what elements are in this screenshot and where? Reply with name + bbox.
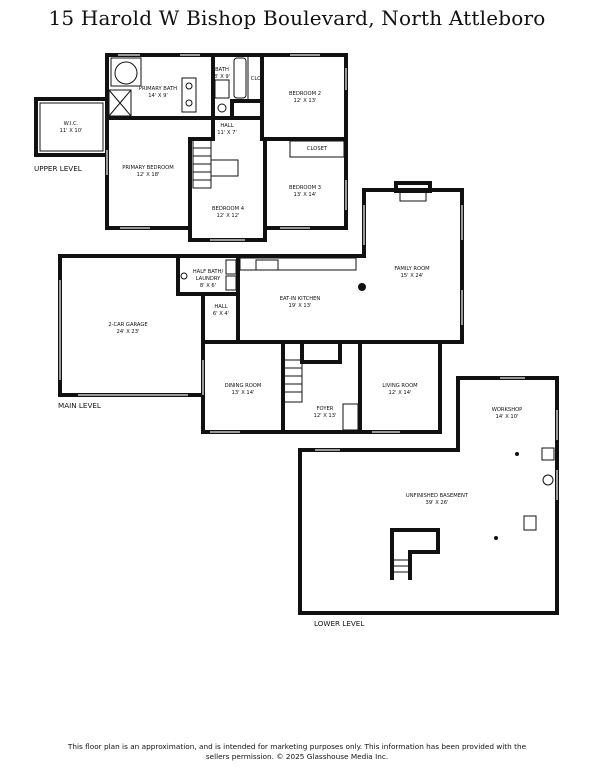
wic-inner-outline: [39, 102, 104, 152]
fireplace-icon: [394, 181, 432, 193]
hall-main-walls: [201, 292, 240, 344]
tub-frame: [110, 57, 142, 87]
dryer-icon: [225, 275, 237, 291]
washer-icon: [225, 259, 237, 275]
dining-room-dim: 13' X 14': [232, 390, 255, 396]
tub-icon: [114, 61, 138, 85]
half-bath-dim: 8' X 6': [200, 283, 216, 289]
plan-title: 15 Harold W Bishop Boulevard, North Attl…: [48, 6, 546, 30]
room-labels: W.I.C. 11' X 10' PRIMARY BATH 14' X 9' B…: [34, 67, 522, 628]
kitchen-dim: 19' X 13': [289, 303, 312, 309]
bedroom4-walls: [188, 137, 267, 242]
half-bath-name-2: LAUNDRY: [196, 276, 222, 282]
basement-name: UNFINISHED BASEMENT: [406, 493, 469, 499]
bathtub-icon: [233, 57, 247, 99]
wic-name: W.I.C.: [64, 121, 79, 127]
lower-level-label: LOWER LEVEL: [314, 619, 364, 628]
primary-bath-dim: 14' X 9': [148, 93, 168, 99]
wic-dim: 11' X 10': [60, 128, 83, 134]
bedroom4-name: BEDROOM 4: [212, 206, 245, 212]
bedroom2-dim: 12' X 13': [294, 98, 317, 104]
bath-dim: 8' X 9': [214, 74, 230, 80]
hall-upper-name: HALL: [220, 123, 233, 129]
island-icon: [255, 259, 279, 271]
bedroom4-inner: [210, 159, 239, 177]
water-heater-icon: [542, 474, 554, 486]
clo-name: CLO: [251, 76, 261, 82]
foyer-closet: [342, 403, 359, 431]
half-bath-name: HALF BATH/: [193, 269, 224, 275]
bedroom3-walls: [263, 137, 348, 230]
hall-main-name: HALL: [214, 304, 227, 310]
living-room-dim: 12' X 14': [389, 390, 412, 396]
kitchen-name: EAT-IN KITCHEN: [280, 296, 321, 302]
foyer-name: FOYER: [317, 406, 334, 412]
workshop-dim: 14' X 10': [496, 414, 519, 420]
closet-name: CLOSET: [307, 146, 328, 152]
wic-room: [34, 97, 109, 157]
equipment-icon: [523, 515, 537, 531]
counter-icon: [239, 257, 357, 271]
sink-icon: [185, 99, 193, 107]
basement-walls: [298, 376, 559, 615]
disclaimer-text: This floor plan is an approximation, and…: [67, 742, 527, 761]
main-level-label: MAIN LEVEL: [58, 401, 101, 410]
toilet-icon: [217, 103, 227, 113]
equipment-icon: [541, 447, 555, 461]
hall-main-dim: 6' X 4': [213, 311, 229, 317]
living-room-name: LIVING ROOM: [382, 383, 417, 389]
bedroom3-name: BEDROOM 3: [289, 185, 321, 191]
basement-dim: 39' X 26': [426, 500, 449, 506]
sink-icon: [185, 82, 193, 90]
shower-cross-2: [108, 89, 132, 117]
hall-upper-dim: 11' X 7': [217, 130, 237, 136]
workshop-name: WORKSHOP: [492, 407, 523, 413]
garage-name: 2-CAR GARAGE: [108, 322, 147, 328]
stairs-main: [283, 359, 303, 403]
vanity-icon: [181, 77, 197, 113]
primary-bedroom-dim: 12' X 18': [137, 172, 160, 178]
toilet-icon: [180, 272, 188, 280]
stairs-lower: [390, 528, 440, 580]
main-level: [58, 181, 464, 434]
column-icon: [494, 536, 498, 540]
garage-dim: 24' X 23': [117, 329, 140, 335]
bedroom2-name: BEDROOM 2: [289, 91, 321, 97]
hall-upper-walls: [188, 116, 264, 141]
bedroom4-dim: 12' X 12': [217, 213, 240, 219]
upper-level-label: UPPER LEVEL: [34, 164, 82, 173]
foyer-dim: 12' X 13': [314, 413, 337, 419]
stair-rail: [300, 340, 342, 364]
hearth-icon: [399, 190, 427, 202]
primary-bath-name: PRIMARY BATH: [139, 86, 177, 92]
column-icon: [515, 452, 519, 456]
bath-vanity-icon: [214, 79, 230, 99]
family-room-name: FAMILY ROOM: [394, 266, 429, 272]
dining-room-name: DINING ROOM: [225, 383, 262, 389]
upper-level: [34, 53, 348, 242]
closet-box: [289, 140, 345, 158]
bath-name: BATH: [215, 67, 229, 73]
family-room-dim: 15' X 24': [401, 273, 424, 279]
lower-level: [298, 376, 559, 615]
bath-walls: [211, 53, 264, 120]
family-room-column: [358, 283, 366, 291]
primary-bedroom-name: PRIMARY BEDROOM: [122, 165, 173, 171]
bedroom3-dim: 13' X 14': [294, 192, 317, 198]
bedroom2-walls: [260, 53, 348, 141]
